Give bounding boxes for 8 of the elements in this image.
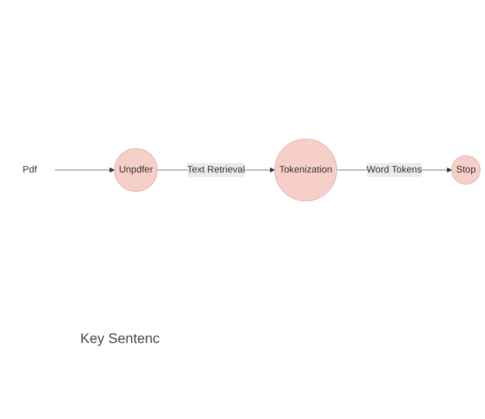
edge-label: Word Tokens bbox=[366, 164, 422, 175]
node-circle: Unpdfer bbox=[114, 148, 158, 192]
edge-label: Text Retrieval bbox=[187, 164, 245, 175]
node-text: Pdf bbox=[22, 164, 37, 175]
arrow bbox=[54, 167, 115, 173]
node-circle: Stop bbox=[451, 155, 481, 185]
note-text: Key Sentenc bbox=[79, 330, 161, 346]
node-circle: Tokenization bbox=[274, 138, 338, 202]
